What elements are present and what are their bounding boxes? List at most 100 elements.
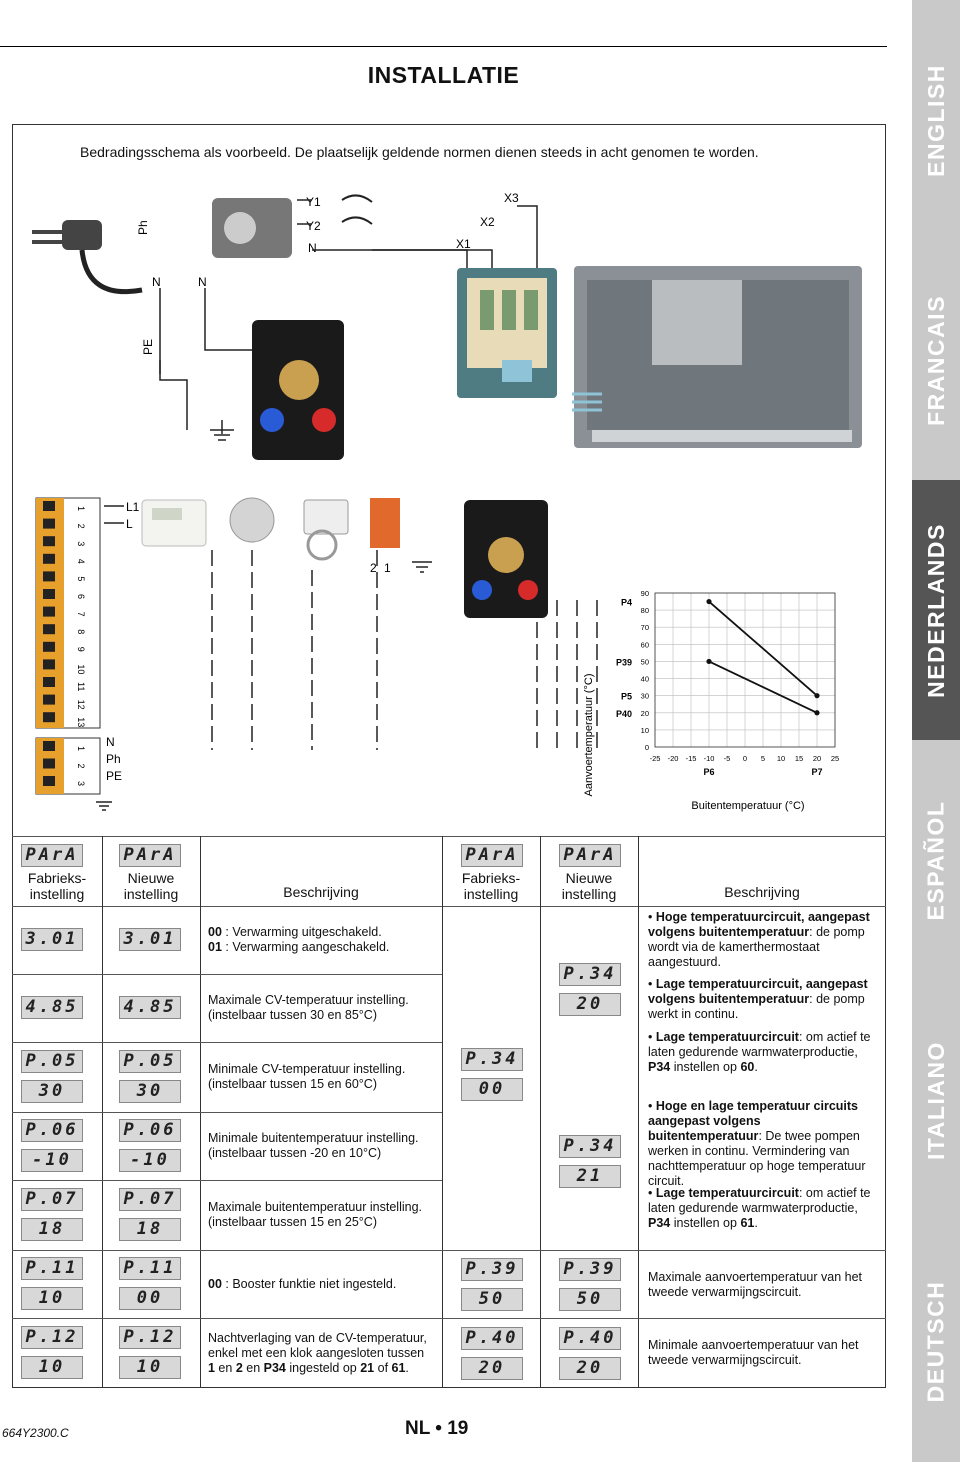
new-setting-lcd[interactable]: P.12: [119, 1326, 181, 1349]
room-thermostat-icon: [141, 499, 207, 547]
p39-new-lcd[interactable]: P.39: [559, 1258, 621, 1281]
table-row-divider: [12, 1180, 442, 1181]
table-row-divider: [442, 1318, 886, 1319]
tab-deutsch[interactable]: DEUTSCH: [922, 1280, 949, 1402]
setting-description: Minimale buitentemperatuur instelling.(i…: [208, 1131, 419, 1160]
terminal-screw-icon: [43, 741, 55, 751]
terminal-top-label: 7: [76, 612, 86, 617]
setting-description: • Hoge en lage temperatuur circuits aang…: [648, 1099, 866, 1188]
heating-curve-chart: Aanvoertemperatuur (°C) Buitentemperatuu…: [583, 589, 839, 812]
new-setting-lcd[interactable]: P.06: [119, 1119, 181, 1142]
col-sep-3: [442, 836, 443, 1388]
terminal-screw-icon: [43, 589, 55, 599]
tab-english[interactable]: ENGLISH: [922, 63, 949, 177]
chart-series-line: [708, 660, 818, 714]
header-factory-left: Fabrieks- instelling: [27, 870, 87, 902]
terminal-top-label: 8: [76, 629, 86, 634]
terminal-top-label: 1: [76, 506, 86, 511]
new-setting-lcd[interactable]: P.05: [119, 1050, 181, 1073]
p39-factory-value-lcd: 50: [461, 1288, 523, 1311]
p34-new-lcd-a[interactable]: P.34: [559, 963, 621, 986]
p40-factory-value-lcd: 20: [461, 1357, 523, 1380]
label-two: 2: [370, 561, 377, 575]
clock-timer-icon: [370, 498, 400, 548]
label-bottom-n: N: [106, 735, 115, 749]
setting-description: • Lage temperatuurcircuit, aangepast vol…: [648, 977, 868, 1021]
tab-nederlands[interactable]: NEDERLANDS: [912, 480, 960, 740]
p40-new-lcd[interactable]: P.40: [559, 1327, 621, 1350]
new-setting-lcd[interactable]: 18: [119, 1218, 181, 1241]
chart-data-point: [706, 658, 712, 665]
language-sidebar: ENGLISH FRANCAIS NEDERLANDS ESPAÑOL ITAL…: [912, 0, 960, 1462]
setting-description: Maximale buitentemperatuur instelling.(i…: [208, 1200, 422, 1229]
label-l: L: [126, 517, 133, 531]
chart-param-label-x: P7: [811, 767, 822, 777]
terminal-screw-icon: [43, 641, 55, 652]
p40-new-value-lcd[interactable]: 20: [559, 1357, 621, 1380]
chart-param-label-x: P6: [703, 767, 714, 777]
factory-setting-lcd: P.07: [21, 1188, 83, 1211]
new-setting-lcd[interactable]: P.07: [119, 1188, 181, 1211]
chart-param-label-y: P4: [621, 598, 632, 608]
chart-xlabel: Buitentemperatuur (°C): [691, 800, 804, 812]
outdoor-sensor-icon: [229, 497, 275, 543]
control-board-icon: [572, 266, 862, 448]
content-frame: [12, 124, 886, 1388]
setting-description: 00 : Verwarming uitgeschakeld.01 : Verwa…: [208, 925, 390, 954]
table-row-divider: [12, 974, 442, 975]
chart-y-tick-label: 40: [641, 675, 649, 684]
chart-data-point: [814, 710, 820, 716]
tab-francais[interactable]: FRANCAIS: [922, 294, 949, 426]
tab-espanol[interactable]: ESPAÑOL: [922, 800, 949, 920]
label-ph: Ph: [136, 220, 150, 235]
pump-unit-bottom-icon: [464, 500, 548, 618]
chart-x-tick-label: -25: [650, 754, 661, 763]
new-setting-lcd[interactable]: 00: [119, 1287, 181, 1310]
p34-new-value-lcd-a[interactable]: 20: [559, 993, 621, 1016]
p34-new-lcd-b[interactable]: P.34: [559, 1135, 621, 1158]
table-row-divider: [12, 1042, 442, 1043]
wiring-diagram: Ph PE N N Y1 Y2 N X1 X2 X3: [32, 191, 862, 811]
header-desc-right: Beschrijving: [724, 884, 800, 900]
setting-description: Minimale CV-temperatuur instelling.(inst…: [208, 1062, 406, 1091]
label-bottom-ph: Ph: [106, 752, 121, 766]
terminal-bottom-label: 2: [76, 764, 86, 769]
p40-factory-lcd: P.40: [461, 1327, 523, 1350]
terminal-top-label: 6: [76, 594, 86, 599]
label-y1: Y1: [306, 195, 321, 209]
factory-setting-lcd: 4.85: [21, 996, 83, 1019]
new-setting-lcd[interactable]: -10: [119, 1149, 181, 1172]
chart-data-point: [706, 598, 712, 605]
chart-x-tick-label: 20: [813, 754, 821, 763]
label-n3: N: [308, 241, 317, 255]
new-setting-lcd[interactable]: 4.85: [119, 996, 181, 1019]
new-setting-lcd[interactable]: 30: [119, 1080, 181, 1103]
new-setting-lcd[interactable]: P.11: [119, 1257, 181, 1280]
chart-ylabel: Aanvoertemperatuur (°C): [583, 673, 595, 796]
setting-description: • Lage temperatuurcircuit: om actief te …: [648, 1186, 871, 1230]
flow-sensor-icon: [303, 499, 349, 535]
new-setting-lcd[interactable]: 10: [119, 1356, 181, 1379]
new-setting-lcd[interactable]: 3.01: [119, 928, 181, 951]
tab-italiano[interactable]: ITALIANO: [922, 1040, 949, 1160]
top-rule: [0, 46, 887, 47]
label-bottom-pe: PE: [106, 769, 122, 783]
header-new-right: Nieuwe instelling: [561, 870, 617, 902]
chart-frame: [654, 592, 836, 748]
factory-setting-lcd: 30: [21, 1080, 83, 1103]
label-n2: N: [198, 275, 207, 289]
p34-new-value-lcd-b[interactable]: 21: [559, 1165, 621, 1188]
terminal-screw-icon: [43, 776, 55, 786]
factory-setting-lcd: P.12: [21, 1326, 83, 1349]
p34-factory-lcd: P.34: [461, 1048, 523, 1071]
label-l1: L1: [126, 500, 140, 514]
header-desc-left: Beschrijving: [283, 884, 359, 900]
p39-new-value-lcd[interactable]: 50: [559, 1288, 621, 1311]
terminal-screw-icon: [43, 606, 55, 617]
terminal-screw-icon: [43, 758, 55, 769]
terminal-screw-icon: [43, 518, 55, 529]
chart-x-tick-label: -15: [686, 754, 697, 763]
setting-description: 00 : Booster funktie niet ingesteld.: [208, 1276, 397, 1291]
header-factory-right: Fabrieks- instelling: [461, 870, 521, 902]
chart-y-tick-label: 20: [641, 709, 649, 718]
